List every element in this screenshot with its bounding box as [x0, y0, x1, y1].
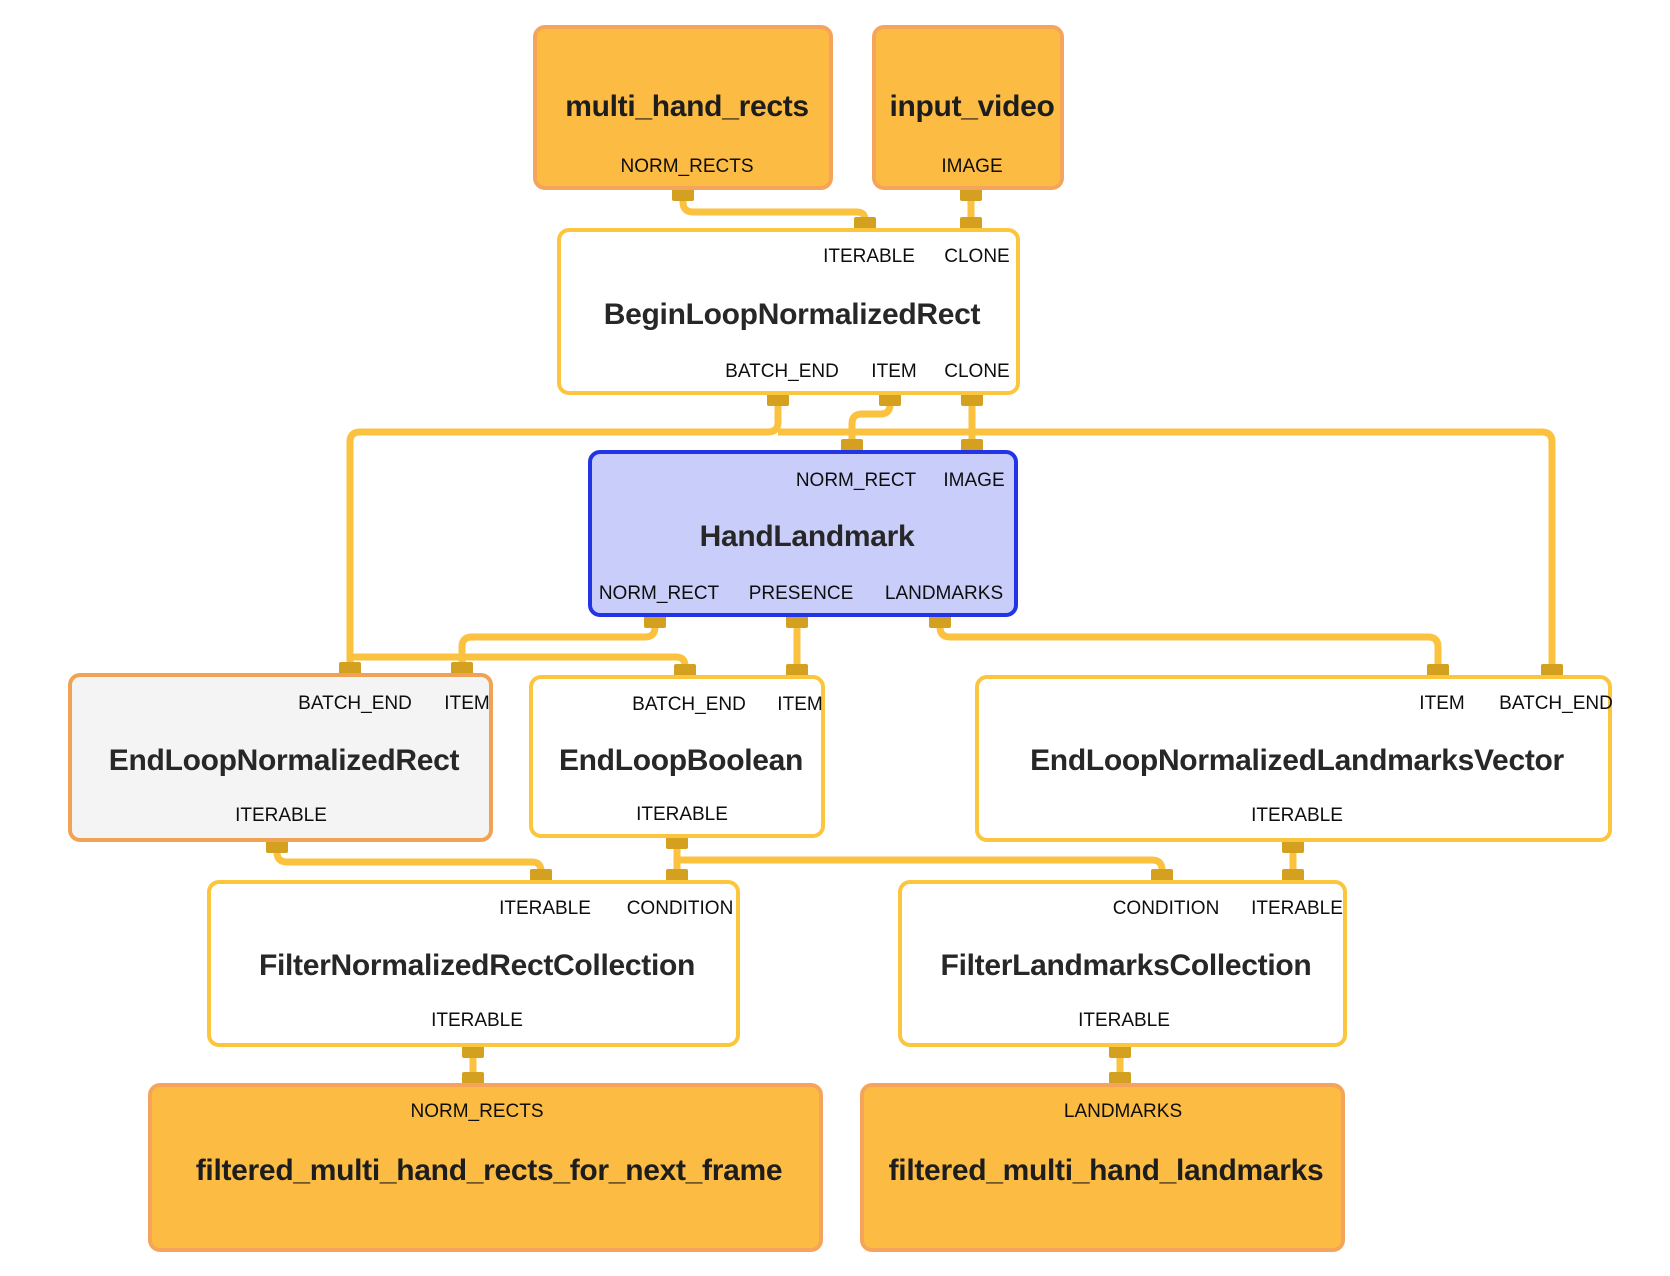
node-HandLandmark[interactable]: HandLandmark NORM_RECT IMAGE NORM_RECT PRES…: [588, 450, 1018, 617]
port-label: CONDITION: [626, 898, 734, 919]
wire: [677, 856, 1166, 880]
node-filtered_multi_hand_rects_for_next_frame[interactable]: filtered_multi_hand_rects_for_next_frame…: [148, 1083, 823, 1252]
port-label: BATCH_END: [725, 361, 839, 382]
port-label: NORM_RECT: [598, 583, 720, 604]
port-label: PRESENCE: [748, 583, 854, 604]
node-FilterNormalizedRectCollection[interactable]: FilterNormalizedRectCollection ITERABLE C…: [207, 880, 740, 1047]
node-title: FilterLandmarksCollection: [940, 949, 1312, 982]
port-label: ITERABLE: [235, 805, 327, 826]
port-label: CONDITION: [1112, 898, 1220, 919]
port-label: ITERABLE: [636, 804, 728, 825]
node-title: EndLoopNormalizedLandmarksVector: [1030, 744, 1564, 777]
port-label: IMAGE: [941, 156, 1003, 177]
node-title: multi_hand_rects: [565, 90, 809, 123]
node-title: filtered_multi_hand_rects_for_next_frame: [195, 1154, 783, 1187]
node-title: EndLoopBoolean: [558, 744, 804, 777]
wire: [936, 617, 1442, 675]
port-label: ITERABLE: [499, 898, 591, 919]
wire: [458, 617, 659, 673]
port-label: ITERABLE: [1251, 805, 1343, 826]
port-label: NORM_RECTS: [410, 1101, 544, 1122]
port-label: CLONE: [944, 246, 1010, 267]
wire: [346, 395, 782, 673]
port-label: BATCH_END: [298, 693, 412, 714]
port-label: ITERABLE: [823, 246, 915, 267]
port-label: ITERABLE: [1078, 1010, 1170, 1031]
node-EndLoopNormalizedRect[interactable]: EndLoopNormalizedRect BATCH_END ITEM ITERA…: [68, 673, 493, 842]
port-label: IMAGE: [943, 470, 1005, 491]
port-label: ITERABLE: [1251, 898, 1343, 919]
port-label: ITEM: [871, 361, 917, 382]
node-title: BeginLoopNormalizedRect: [603, 298, 981, 331]
node-EndLoopNormalizedLandmarksVector[interactable]: EndLoopNormalizedLandmarksVector ITEM BAT…: [975, 675, 1613, 842]
node-title: HandLandmark: [699, 520, 915, 553]
node-input_video[interactable]: input_video IMAGE: [872, 25, 1064, 190]
node-title: FilterNormalizedRectCollection: [258, 949, 696, 982]
node-filtered_multi_hand_landmarks[interactable]: filtered_multi_hand_landmarks LANDMARKS: [860, 1083, 1345, 1252]
port-label: BATCH_END: [1499, 693, 1613, 714]
port-label: LANDMARKS: [1063, 1101, 1183, 1122]
port-label: LANDMARKS: [884, 583, 1004, 604]
node-multi_hand_rects[interactable]: multi_hand_rects NORM_RECTS: [533, 25, 833, 190]
node-title: EndLoopNormalizedRect: [108, 744, 460, 777]
port-label: NORM_RECT: [795, 470, 917, 491]
port-label: ITERABLE: [431, 1010, 523, 1031]
node-title: input_video: [889, 90, 1055, 123]
wire: [679, 190, 869, 228]
port-label: NORM_RECTS: [620, 156, 754, 177]
node-EndLoopBoolean[interactable]: EndLoopBoolean BATCH_END ITEM ITERABLE: [529, 675, 825, 838]
node-FilterLandmarksCollection[interactable]: FilterLandmarksCollection CONDITION ITERA…: [898, 880, 1347, 1047]
port-label: ITEM: [777, 694, 823, 715]
port-label: ITEM: [1419, 693, 1465, 714]
wire: [778, 428, 1556, 675]
port-label: CLONE: [944, 361, 1010, 382]
port-label: ITEM: [444, 693, 490, 714]
node-BeginLoopNormalizedRect[interactable]: BeginLoopNormalizedRect ITERABLE CLONE BAT…: [557, 228, 1020, 395]
node-title: filtered_multi_hand_landmarks: [888, 1154, 1324, 1187]
wire: [273, 842, 545, 880]
wire: [848, 395, 894, 450]
port-label: BATCH_END: [632, 694, 746, 715]
